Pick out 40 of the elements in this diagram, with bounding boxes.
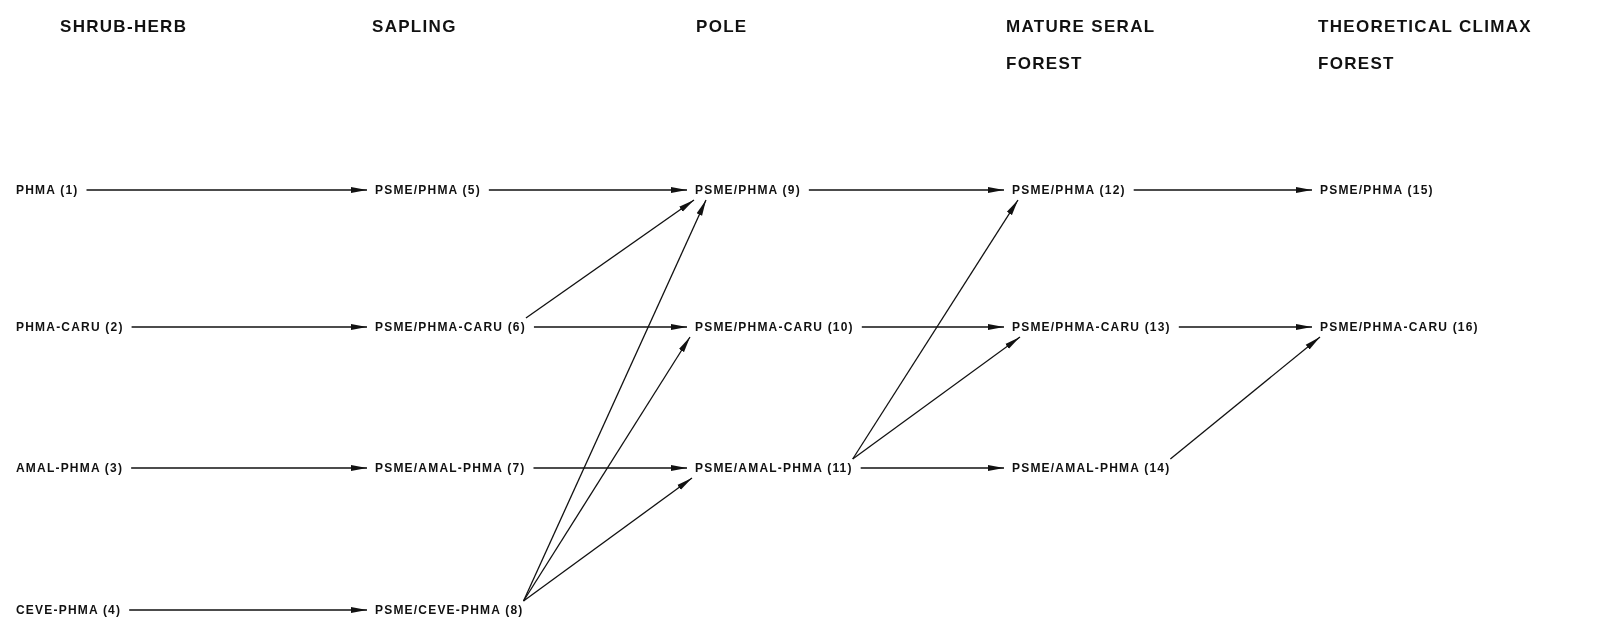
arrow <box>1178 324 1313 330</box>
arrow <box>488 187 688 193</box>
arrow <box>130 465 368 471</box>
arrow <box>128 607 368 613</box>
community-type-label: PSME/PHMA-CARU (13) <box>1010 319 1173 335</box>
arrow <box>1133 187 1313 193</box>
community-type-label: PSME/PHMA-CARU (16) <box>1318 319 1481 335</box>
arrow <box>808 187 1005 193</box>
arrow <box>532 465 688 471</box>
community-type-label: CEVE-PHMA (4) <box>14 602 124 618</box>
stage-heading: SAPLING <box>372 16 458 38</box>
community-type-label: PSME/PHMA-CARU (10) <box>693 319 856 335</box>
arrow <box>1169 336 1321 460</box>
community-type-label: PHMA (1) <box>14 182 81 198</box>
community-type-label: PSME/PHMA (15) <box>1318 182 1436 198</box>
community-type-label: AMAL-PHMA (3) <box>14 460 126 476</box>
arrow <box>525 199 695 319</box>
community-type-label: PSME/AMAL-PHMA (11) <box>693 460 855 476</box>
community-type-label: PSME/AMAL-PHMA (7) <box>373 460 528 476</box>
stage-heading: MATURE SERAL FOREST <box>1006 16 1157 75</box>
community-type-label: PHMA-CARU (2) <box>14 319 126 335</box>
arrow <box>85 187 368 193</box>
arrow <box>852 336 1021 460</box>
arrow <box>861 324 1005 330</box>
arrow <box>852 199 1019 460</box>
arrow <box>522 336 691 602</box>
stage-heading: POLE <box>696 16 749 38</box>
community-type-label: PSME/PHMA (12) <box>1010 182 1128 198</box>
stage-heading: SHRUB-HERB <box>60 16 189 38</box>
community-type-label: PSME/CEVE-PHMA (8) <box>373 602 526 618</box>
arrow <box>130 324 368 330</box>
community-type-label: PSME/PHMA-CARU (6) <box>373 319 528 335</box>
community-type-label: PSME/PHMA (9) <box>693 182 803 198</box>
arrow <box>522 199 707 602</box>
community-type-label: PSME/PHMA (5) <box>373 182 483 198</box>
community-type-label: PSME/AMAL-PHMA (14) <box>1010 460 1173 476</box>
stage-heading: THEORETICAL CLIMAX FOREST <box>1318 16 1533 75</box>
arrow <box>860 465 1005 471</box>
arrow <box>522 477 693 602</box>
arrow <box>533 324 688 330</box>
